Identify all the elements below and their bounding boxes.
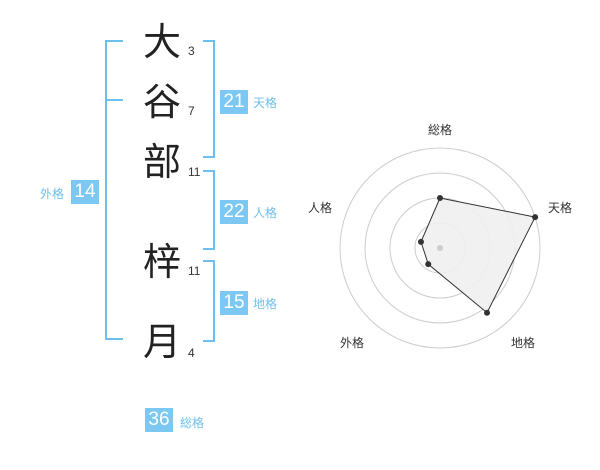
jinkaku-badge: 22 [220,200,248,224]
radar-point-3 [425,261,432,268]
radar-point-2 [484,309,491,316]
name-char-2: 谷 [142,80,181,124]
radar-grid-ring [339,147,541,349]
stroke-count-2: 7 [188,104,195,118]
name-char-1: 大 [142,20,181,64]
stroke-count-1: 3 [188,44,195,58]
radar-axis-label-chikaku: 地格 [511,336,536,350]
name-char-3: 部 [142,140,181,184]
chikaku-badge: 15 [220,291,248,315]
radar-point-0 [437,195,443,201]
soukaku-badge: 36 [145,408,173,432]
radar-axis-label-gaikaku: 外格 [340,336,365,350]
stroke-count-5: 4 [188,346,195,360]
radar-axis-label-jinkaku: 人格 [308,201,333,215]
chikaku-label: 地格 [253,297,278,311]
name-char-4: 梓 [142,240,181,284]
name-char-5: 月 [142,320,181,364]
jinkaku-label: 人格 [253,206,278,220]
radar-axis-label-tenkaku: 天格 [548,201,573,215]
stroke-count-3: 11 [188,165,201,179]
radar-center [437,245,443,251]
tenkaku-badge: 21 [220,90,248,114]
soukaku-label: 総格 [180,416,205,430]
gaikaku-badge: 14 [71,180,99,204]
radar-point-1 [532,214,539,221]
radar-point-4 [417,238,424,245]
tenkaku-label: 天格 [253,96,278,110]
gaikaku-label: 外格 [40,187,65,201]
stroke-count-4: 11 [188,264,201,278]
radar-polygon [420,197,536,314]
radar-axis-label-soukaku: 総格 [428,123,453,137]
